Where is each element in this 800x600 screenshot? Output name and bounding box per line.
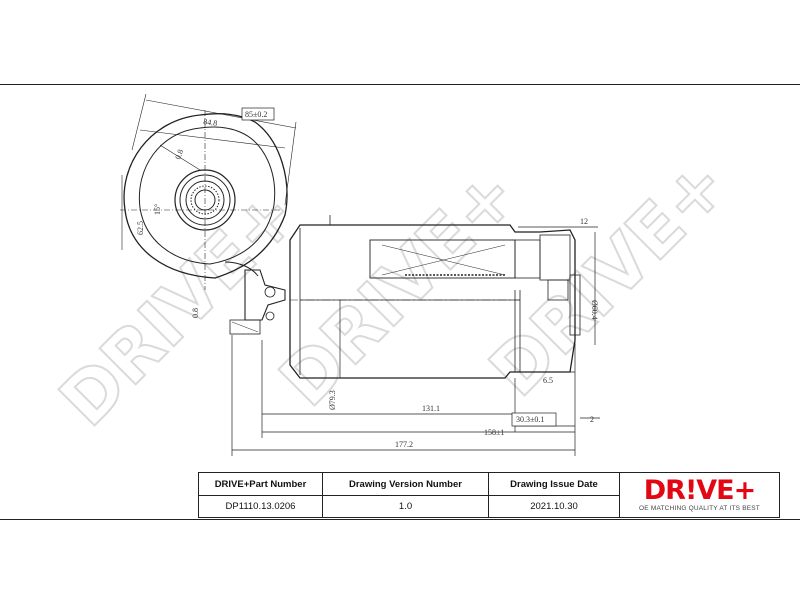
version-column: Drawing Version Number 1.0 (323, 473, 489, 517)
dimension-lines (231, 226, 600, 456)
dim-width-top: 85±0.2 (245, 110, 267, 119)
watermark-center: DRIVE+ (264, 153, 533, 422)
dim-2: 2 (590, 415, 594, 424)
dim-angle-a: 0.8 (173, 148, 185, 160)
side-view (229, 215, 581, 379)
dim-6-5: 6.5 (543, 376, 553, 385)
dim-dia-left: 62.5 (136, 221, 145, 235)
watermark-layer: DRIVE+ DRIVE+ DRIVE+ (43, 142, 744, 443)
issue-date-value: 2021.10.30 (530, 501, 578, 512)
title-block: DRIVE+Part Number DP1110.13.0206 Drawing… (198, 472, 780, 518)
dim-158: 158±1 (484, 428, 504, 437)
logo-mark: DR!VE+ (643, 475, 756, 506)
len-30-box (511, 412, 557, 427)
part-number-header: DRIVE+Part Number (199, 473, 322, 496)
dim-dia-right: Ø60.4 (590, 300, 599, 320)
end-view-labels: 85±0.2 84.8 0.8 15° 62.5 0.8 (136, 107, 275, 318)
dim-width-inner: 84.8 (203, 117, 218, 128)
width-top-box (241, 107, 275, 121)
brand-logo: DR!VE+ OE MATCHING QUALITY AT ITS BEST (620, 473, 779, 517)
version-header: Drawing Version Number (323, 473, 488, 496)
dim-angle-b: 15° (153, 204, 162, 215)
dimension-labels: 12 Ø60.4 Ø79.3 6.5 131.1 30.3±0.1 2 158±… (328, 217, 599, 449)
logo-tagline: OE MATCHING QUALITY AT ITS BEST (639, 505, 760, 512)
dim-angle-c: 0.8 (191, 308, 200, 318)
dim-177: 177.2 (395, 440, 413, 449)
issue-date-column: Drawing Issue Date 2021.10.30 (489, 473, 620, 517)
dim-12: 12 (580, 217, 588, 226)
dim-131: 131.1 (422, 404, 440, 413)
dim-dia-body: Ø79.3 (328, 390, 337, 410)
issue-date-header: Drawing Issue Date (489, 473, 619, 496)
end-view (120, 93, 297, 290)
version-value: 1.0 (398, 501, 413, 512)
part-number-column: DRIVE+Part Number DP1110.13.0206 (199, 473, 323, 517)
drawing-frame (0, 84, 800, 520)
part-number-value: DP1110.13.0206 (225, 501, 296, 512)
dim-30: 30.3±0.1 (516, 415, 544, 424)
